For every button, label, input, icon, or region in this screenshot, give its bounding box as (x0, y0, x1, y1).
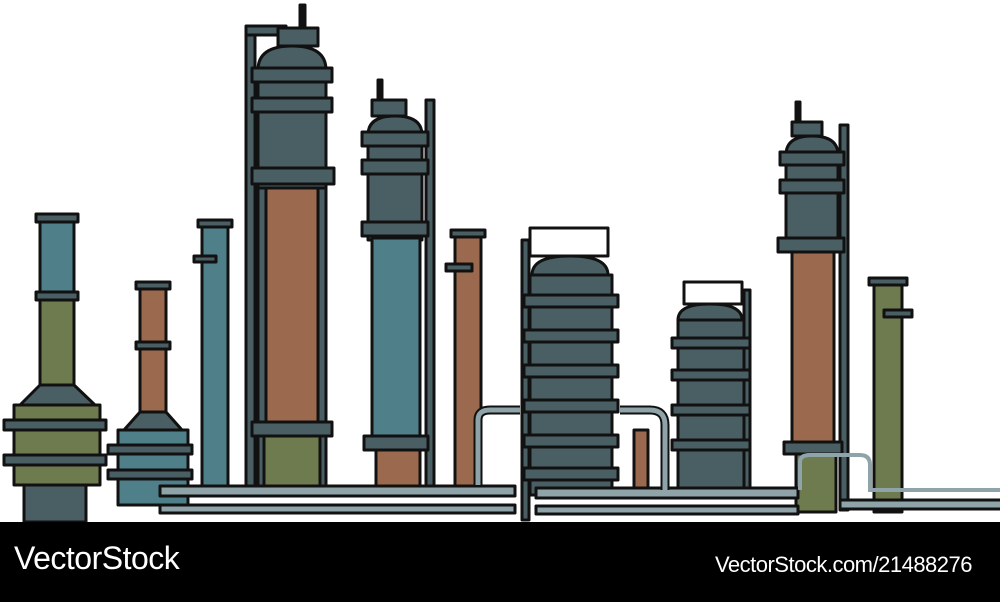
tower-1 (2, 212, 108, 524)
watermark-url: VectorStock.com/21488276 (714, 552, 973, 577)
background-pipes (244, 24, 850, 522)
watermark-brand: VectorStock (14, 540, 180, 576)
tower-3 (192, 218, 234, 488)
tower-4 (250, 3, 336, 490)
tower-5 (360, 78, 430, 492)
watermark-bar: VectorStock VectorStock.com/21488276 (0, 522, 1000, 602)
foreground-pipes (158, 405, 1000, 516)
tower-7 (522, 226, 650, 497)
tower-9 (776, 100, 846, 514)
tower-10 (867, 276, 914, 514)
tower-2 (106, 280, 194, 507)
tower-8 (670, 280, 752, 492)
